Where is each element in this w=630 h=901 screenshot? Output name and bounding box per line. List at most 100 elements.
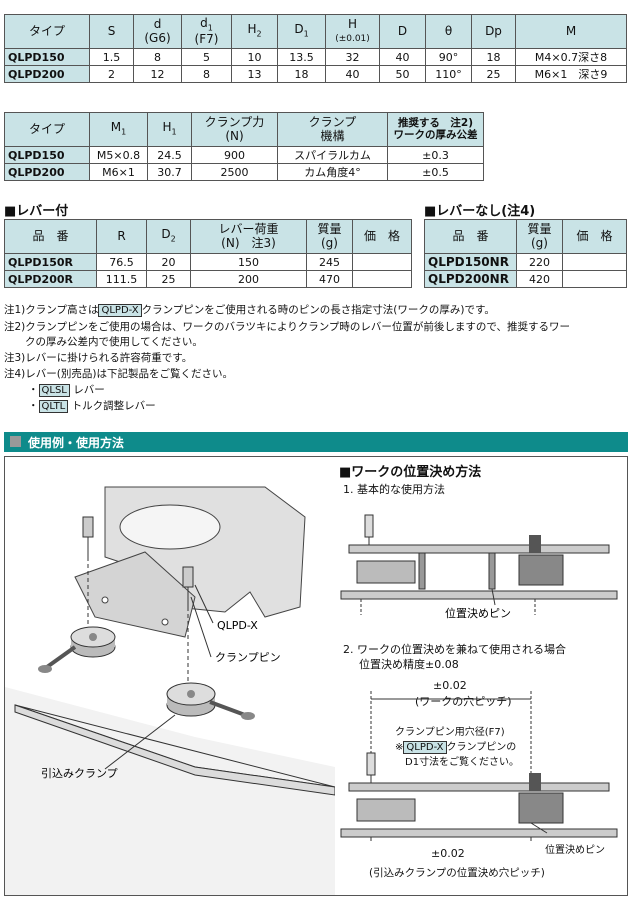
table-row: QLPD200R 111.5 25 200 470	[4, 270, 412, 288]
note-4-item-qlsl: ・QLSL レバー	[28, 383, 105, 398]
cell-price	[352, 270, 412, 288]
usage-section-title: 使用例・使用方法	[28, 436, 125, 450]
row-type: QLPD150	[4, 146, 90, 164]
col-d: d(G6)	[133, 14, 182, 49]
col-h-label: H	[347, 16, 358, 31]
cell: 245	[306, 253, 353, 271]
col-d1-sub: 1	[207, 23, 213, 33]
cell: 25	[471, 65, 516, 83]
col-lever-load: レバー荷重(N) 注3)	[190, 219, 307, 254]
cell: 24.5	[147, 146, 192, 164]
col-h1: H1	[147, 112, 192, 147]
col-part: 品 番	[424, 219, 517, 254]
cell: 76.5	[96, 253, 147, 271]
nolever-table: 品 番 質量(g) 価 格 QLPD150NR 220 QLPD200NR 42…	[424, 219, 627, 288]
col-dd: D	[379, 14, 426, 49]
col-h2-label: H	[247, 22, 257, 37]
cell: 18	[471, 48, 516, 66]
bar-square-icon	[10, 436, 21, 447]
cell: ±0.3	[387, 146, 484, 164]
row-part: QLPD150NR	[424, 253, 517, 271]
col-h: H (±0.01)	[325, 14, 380, 49]
diagram-basic-usage: 位置決めピン	[340, 514, 618, 620]
cell: 1.5	[89, 48, 134, 66]
row-part: QLPD150R	[4, 253, 97, 271]
ref-qlpd-x-tag[interactable]: QLPD-X	[403, 741, 447, 754]
ref-text-a: クランプピンの	[446, 742, 517, 753]
label-clamp-pin: クランプピン	[215, 651, 281, 664]
cell: 10	[231, 48, 278, 66]
col-r: R	[96, 219, 147, 254]
qlsl-text: レバー	[73, 384, 105, 396]
label-positioning-pin-2: 位置決めピン	[545, 845, 605, 856]
col-d2-sub: 2	[170, 234, 176, 244]
cell: 13.5	[277, 48, 326, 66]
dim-top-sub: (ワークの穴ピッチ)	[415, 695, 512, 708]
col-d1b-sub: 1	[303, 29, 309, 39]
col-h-tol: (±0.01)	[335, 34, 370, 45]
table-row: QLPD200NR 420	[424, 270, 627, 288]
spec-table-2: タイプ M1 H1 クランプ力(N) クランプ機構 推奨する 注2)ワークの厚み…	[4, 112, 484, 181]
col-mass-label: 質量	[527, 222, 552, 237]
cell: 12	[133, 65, 182, 83]
col-force-unit: (N)	[225, 128, 244, 143]
cell: 32	[325, 48, 380, 66]
usage-illustration: QLPD-X クランプピン 引込みクランプ	[5, 486, 335, 895]
col-d1: d1(F7)	[181, 14, 232, 49]
col-type: タイプ	[4, 14, 90, 49]
qlsl-tag[interactable]: QLSL	[38, 384, 70, 397]
col-type: タイプ	[4, 112, 90, 147]
row-part: QLPD200R	[4, 270, 97, 288]
col-mass-label: 質量	[317, 222, 342, 237]
qlpd-x-tag[interactable]: QLPD-X	[98, 304, 142, 317]
cell: 20	[146, 253, 191, 271]
col-h1-label: H	[162, 120, 172, 135]
table-row: QLPD200 2 12 8 13 18 40 50 110° 25 M6×1 …	[4, 65, 627, 83]
table-row: QLPD200 M6×1 30.7 2500 カム角度4° ±0.5	[4, 163, 484, 181]
note-3: 注3)レバーに掛けられる許容荷重です。	[4, 352, 193, 364]
col-tol-label: 推奨する 注2)	[397, 116, 474, 129]
cell: 90°	[425, 48, 472, 66]
col-d1-label: d	[200, 15, 208, 30]
col-d1b: D1	[277, 14, 326, 49]
row-type: QLPD200	[4, 65, 90, 83]
row-type: QLPD150	[4, 48, 90, 66]
cell: 220	[516, 253, 563, 271]
spec-table-1-header: タイプ S d(G6) d1(F7) H2 D1 H(±0.01) D θ Dp…	[4, 14, 627, 49]
col-tol: 推奨する 注2)ワークの厚み公差	[387, 112, 484, 147]
ref-mark: ※	[395, 742, 404, 753]
col-tol-label2: ワークの厚み公差	[393, 128, 478, 141]
cell: 420	[516, 270, 563, 288]
col-mass-unit: (g)	[531, 235, 548, 250]
cell: 110°	[425, 65, 472, 83]
cell: 8	[133, 48, 182, 66]
cell: 2500	[191, 163, 278, 181]
col-mech-label: クランプ	[308, 115, 357, 130]
table-row: QLPD150 1.5 8 5 10 13.5 32 40 90° 18 M4×…	[4, 48, 627, 66]
row-part: QLPD200NR	[424, 270, 517, 288]
col-lever-load-label: レバー荷重	[218, 222, 279, 237]
col-lever-load-unit: (N) 注3)	[221, 235, 276, 250]
nolever-table-header: 品 番 質量(g) 価 格	[424, 219, 627, 254]
cell: M6×1	[89, 163, 148, 181]
cell: スパイラルカム	[277, 146, 388, 164]
col-price: 価 格	[562, 219, 627, 254]
qltl-tag[interactable]: QLTL	[38, 400, 69, 413]
col-mass: 質量(g)	[516, 219, 563, 254]
step-2-accuracy: 位置決め精度±0.08	[359, 658, 459, 671]
col-d-label: d	[153, 17, 162, 32]
cell: 470	[306, 270, 353, 288]
positioning-title: ■ワークの位置決め方法	[339, 465, 482, 480]
cell: ±0.5	[387, 163, 484, 181]
ref-text-b: D1寸法をご覧ください。	[405, 757, 520, 768]
note-1-text-a: 注1)クランプ高さは	[4, 304, 99, 316]
col-h2-sub: 2	[256, 29, 262, 39]
usage-section-bar: 使用例・使用方法	[4, 432, 628, 452]
col-m: M	[515, 14, 627, 49]
note-2: 注2)クランプピンをご使用の場合は、ワークのバラツキによりクランプ時のレバー位置…	[4, 321, 571, 333]
col-force: クランプ力(N)	[191, 112, 278, 147]
table-row: QLPD150R 76.5 20 150 245	[4, 253, 412, 271]
cell: 50	[379, 65, 426, 83]
cell: M5×0.8	[89, 146, 148, 164]
